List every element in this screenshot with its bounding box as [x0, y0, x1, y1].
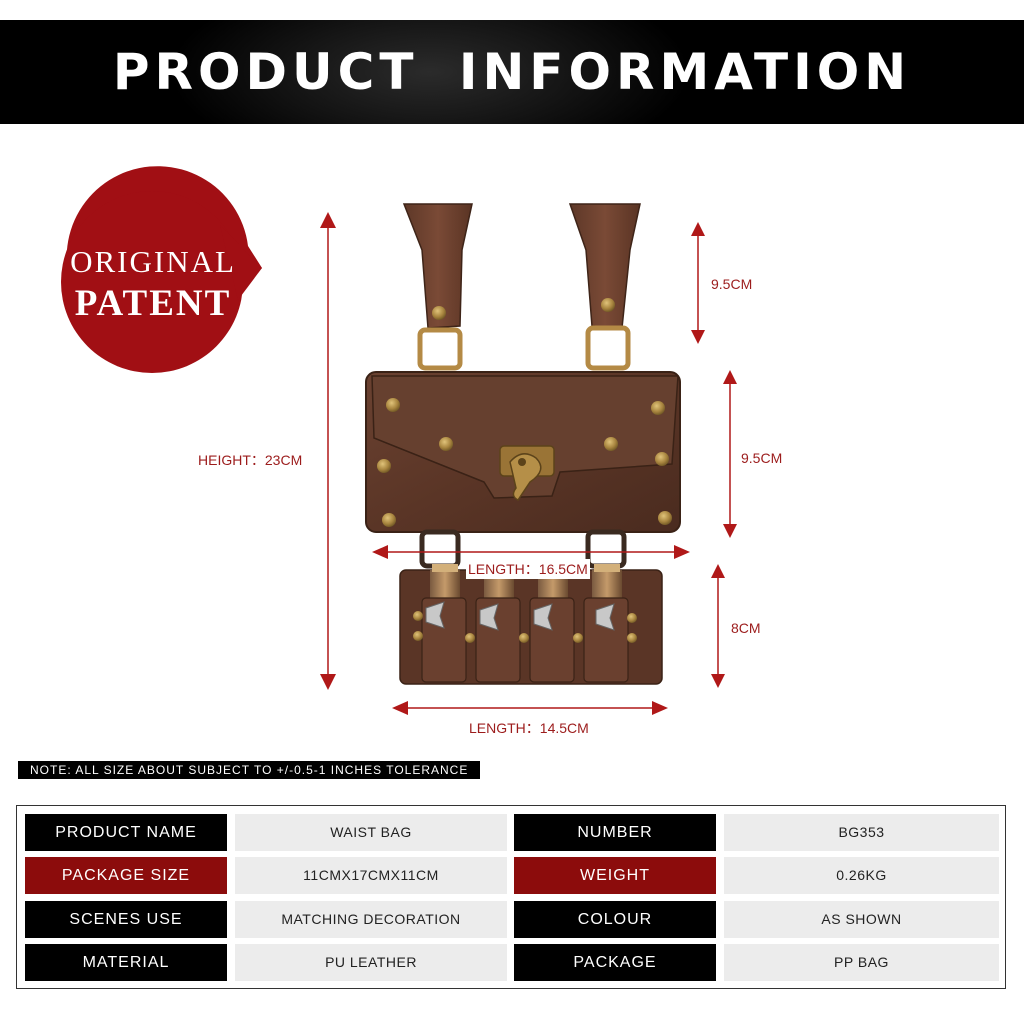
- spec-label: PACKAGE: [514, 944, 716, 981]
- spec-value: AS SHOWN: [724, 901, 999, 938]
- bag-length-label: LENGTH：16.5CM: [466, 559, 590, 579]
- header-banner: PRODUCT INFORMATION: [0, 20, 1024, 124]
- original-patent-badge: [61, 166, 262, 373]
- spec-row: SCENES USE MATCHING DECORATION COLOUR AS…: [25, 901, 999, 938]
- spec-row: PRODUCT NAME WAIST BAG NUMBER BG353: [25, 814, 999, 851]
- height-total-label: HEIGHT：23CM: [198, 452, 303, 468]
- spec-label: WEIGHT: [514, 857, 716, 894]
- spec-value: BG353: [724, 814, 999, 851]
- badge-text-patent: PATENT: [74, 283, 232, 324]
- spec-row: MATERIAL PU LEATHER PACKAGE PP BAG: [25, 944, 999, 981]
- spec-label: COLOUR: [514, 901, 716, 938]
- spec-label: NUMBER: [514, 814, 716, 851]
- spec-value: PP BAG: [724, 944, 999, 981]
- spec-label: MATERIAL: [25, 944, 227, 981]
- bottle-length-label: LENGTH：14.5CM: [469, 720, 589, 736]
- strap-height-label: 9.5CM: [711, 276, 753, 292]
- spec-label: PACKAGE SIZE: [25, 857, 227, 894]
- waist-bag-image: [365, 203, 681, 685]
- spec-label: PRODUCT NAME: [25, 814, 227, 851]
- spec-value: MATCHING DECORATION: [235, 901, 507, 938]
- spec-value: WAIST BAG: [235, 814, 507, 851]
- bottle-height-label: 8CM: [731, 620, 761, 636]
- spec-value: 0.26KG: [724, 857, 999, 894]
- spec-table: PRODUCT NAME WAIST BAG NUMBER BG353 PACK…: [16, 805, 1006, 989]
- page-title: PRODUCT INFORMATION: [112, 43, 912, 101]
- spec-value: PU LEATHER: [235, 944, 507, 981]
- spec-value: 11CMX17CMX11CM: [235, 857, 507, 894]
- tolerance-note: NOTE: ALL SIZE ABOUT SUBJECT TO +/-0.5-1…: [18, 761, 481, 779]
- badge-text-original: ORIGINAL: [70, 244, 236, 279]
- spec-label: SCENES USE: [25, 901, 227, 938]
- spec-row: PACKAGE SIZE 11CMX17CMX11CM WEIGHT 0.26K…: [25, 857, 999, 894]
- bag-height-label: 9.5CM: [741, 450, 783, 466]
